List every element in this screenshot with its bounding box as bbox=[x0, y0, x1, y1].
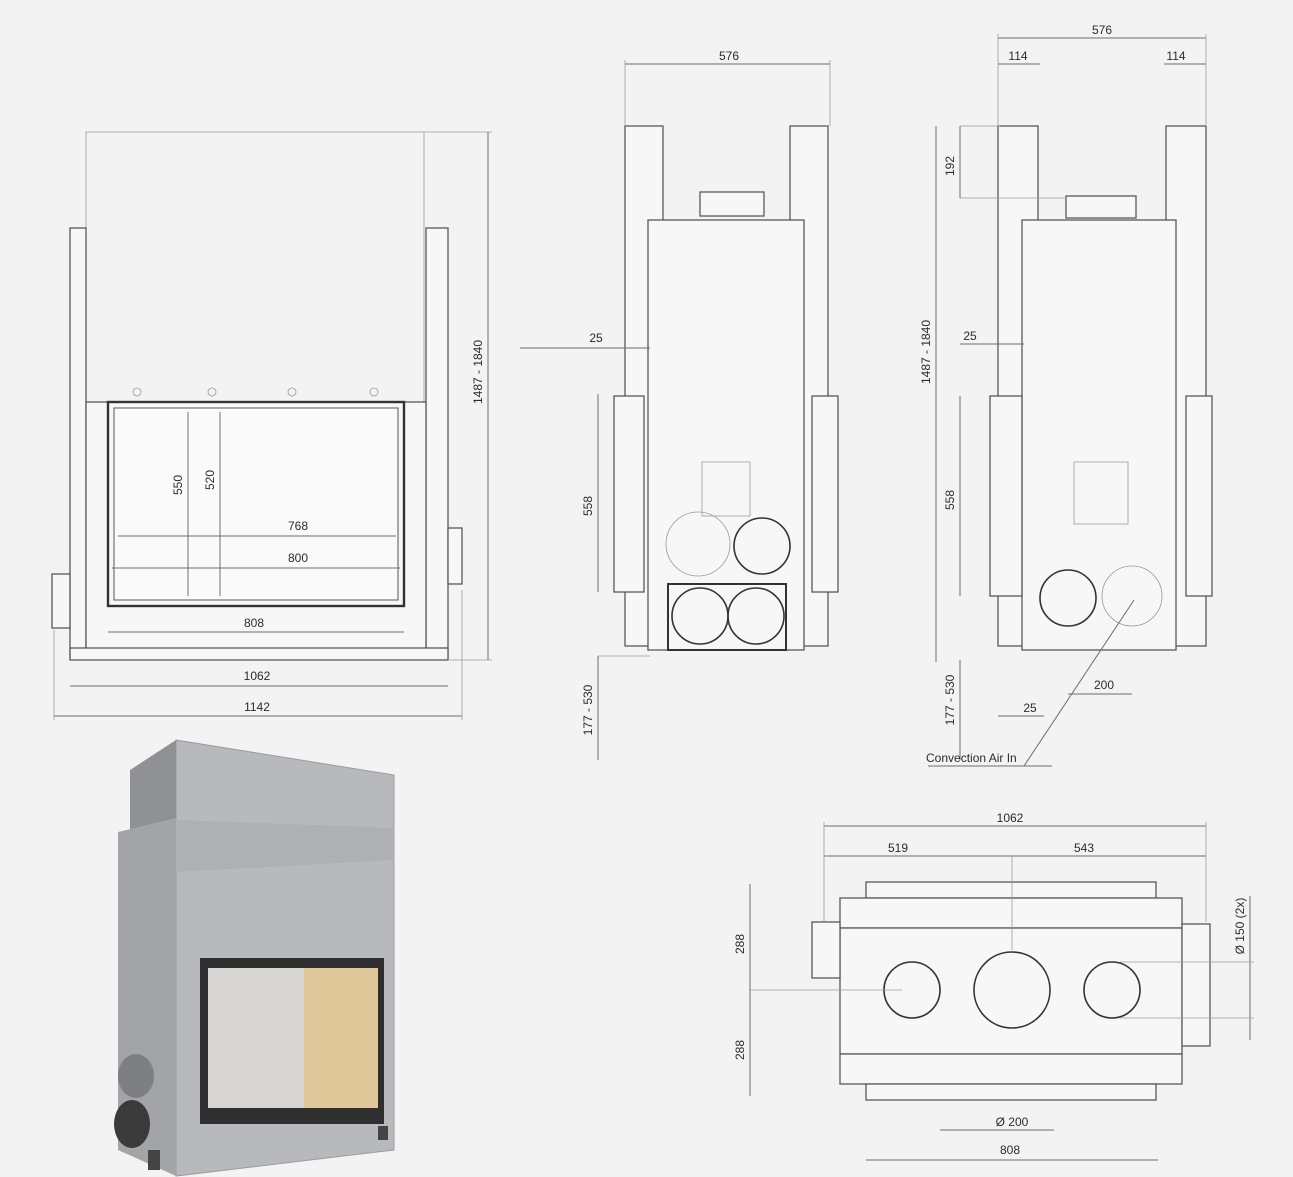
top-width-519: 519 bbox=[888, 841, 908, 855]
front-view: 550 520 768 800 808 1062 1142 1487 - 184… bbox=[51, 131, 492, 720]
side-view: 576 25 558 177 - 530 bbox=[520, 49, 839, 760]
top-side-duct-diameter: Ø 150 (2x) bbox=[1233, 898, 1247, 955]
rear-offset-top: 25 bbox=[963, 329, 977, 343]
rear-inset-right: 114 bbox=[1166, 49, 1185, 63]
rear-inset-left: 114 bbox=[1008, 49, 1027, 63]
top-view: 1062 519 543 288 288 Ø 150 (2x) Ø 200 80… bbox=[733, 811, 1254, 1161]
side-height-558: 558 bbox=[581, 496, 595, 516]
front-height-550: 550 bbox=[171, 475, 185, 495]
fireplace-insert-photo bbox=[114, 739, 395, 1177]
side-offset-25: 25 bbox=[589, 331, 603, 345]
rear-leg-range: 177 - 530 bbox=[943, 674, 957, 725]
rear-height-range: 1487 - 1840 bbox=[919, 320, 933, 384]
top-width-808: 808 bbox=[1000, 1143, 1020, 1157]
top-depth-288-lower: 288 bbox=[733, 1040, 747, 1060]
front-width-800: 800 bbox=[288, 551, 308, 565]
side-width-576: 576 bbox=[719, 49, 739, 63]
rear-width-576: 576 bbox=[1092, 23, 1112, 37]
rear-spacing-200: 200 bbox=[1094, 678, 1114, 692]
rear-view: 576 114 114 192 1487 - 1840 25 558 177 -… bbox=[919, 23, 1213, 767]
front-width-1142: 1142 bbox=[244, 700, 270, 714]
rear-height-558: 558 bbox=[943, 490, 957, 510]
front-width-1062: 1062 bbox=[244, 669, 271, 683]
front-width-808: 808 bbox=[244, 616, 264, 630]
top-width-543: 543 bbox=[1074, 841, 1094, 855]
front-height-520: 520 bbox=[203, 470, 217, 490]
front-width-768: 768 bbox=[288, 519, 308, 533]
top-width-1062: 1062 bbox=[997, 811, 1024, 825]
side-leg-range: 177 - 530 bbox=[581, 684, 595, 735]
front-height-range: 1487 - 1840 bbox=[471, 340, 485, 404]
top-center-duct-diameter: Ø 200 bbox=[996, 1115, 1029, 1129]
convection-air-in-label: Convection Air In bbox=[926, 751, 1017, 765]
top-depth-288-upper: 288 bbox=[733, 934, 747, 954]
rear-height-192: 192 bbox=[943, 156, 957, 176]
rear-offset-bottom: 25 bbox=[1023, 701, 1037, 715]
